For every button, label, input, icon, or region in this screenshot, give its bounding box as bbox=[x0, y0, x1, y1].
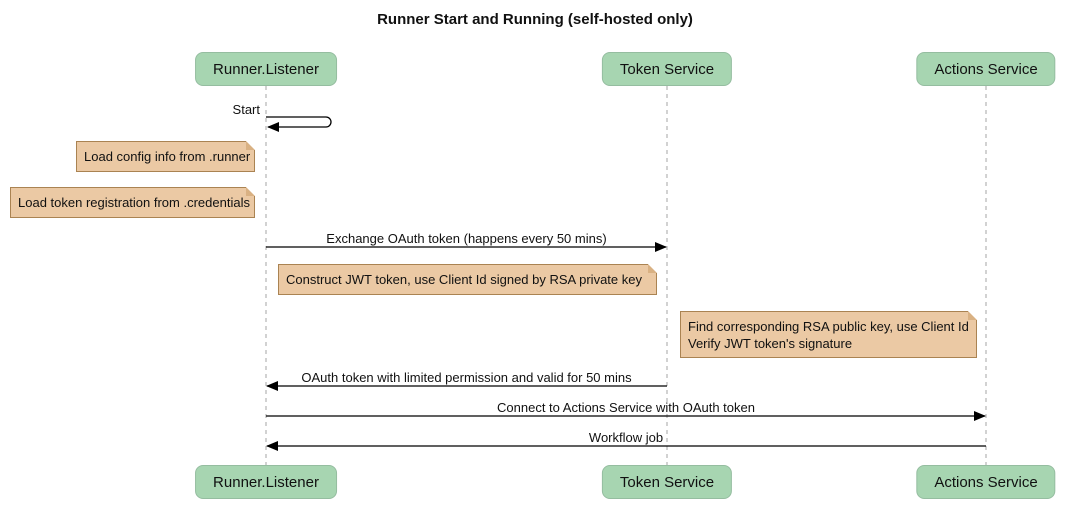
participant-actions-service-bottom: Actions Service bbox=[916, 465, 1056, 499]
message-label-oauth-token-return: OAuth token with limited permission and … bbox=[301, 370, 632, 385]
note-load-token-registration: Load token registration from .credential… bbox=[10, 187, 255, 218]
diagram-title: Runner Start and Running (self-hosted on… bbox=[377, 11, 693, 28]
note-verify-jwt: Find corresponding RSA public key, use C… bbox=[680, 311, 977, 358]
message-label-workflow-job: Workflow job bbox=[588, 430, 664, 445]
participant-runner-listener-top: Runner.Listener bbox=[195, 52, 337, 86]
participant-token-service-top: Token Service bbox=[601, 52, 733, 86]
note-verify-jwt-line-2: Verify JWT token's signature bbox=[688, 336, 853, 351]
self-message-arrow-start bbox=[266, 116, 332, 132]
participant-runner-listener-bottom: Runner.Listener bbox=[195, 465, 337, 499]
note-construct-jwt: Construct JWT token, use Client Id signe… bbox=[278, 264, 657, 295]
message-label-start: Start bbox=[232, 102, 260, 117]
participant-token-service-bottom: Token Service bbox=[601, 465, 733, 499]
note-load-config: Load config info from .runner bbox=[76, 141, 255, 172]
participant-actions-service-top: Actions Service bbox=[916, 52, 1056, 86]
message-label-exchange-oauth: Exchange OAuth token (happens every 50 m… bbox=[326, 231, 607, 246]
message-label-connect-actions: Connect to Actions Service with OAuth to… bbox=[497, 400, 755, 415]
note-verify-jwt-line-1: Find corresponding RSA public key, use C… bbox=[688, 319, 969, 334]
